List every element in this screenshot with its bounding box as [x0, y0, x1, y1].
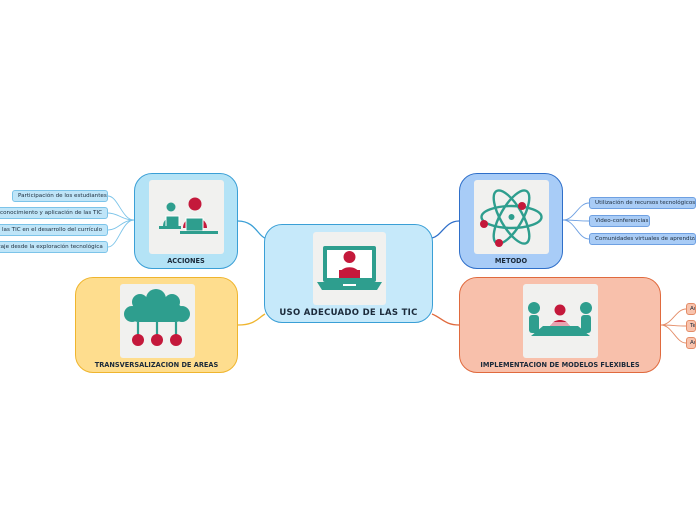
node-transversalizacion[interactable]: TRANSVERSALIZACION DE AREAS: [75, 277, 238, 373]
leaf-metodo-3[interactable]: Comunidades virtuales de aprendizaje: [589, 233, 696, 245]
laptop-user-icon: [313, 232, 386, 305]
node-implementacion[interactable]: IMPLEMENTACION DE MODELOS FLEXIBLES: [459, 277, 661, 373]
leaf-acciones-3[interactable]: Uso de las TIC en el desarrollo del curr…: [0, 224, 108, 236]
cloud-network-icon: [120, 284, 195, 358]
leaf-implementacion-1[interactable]: Aula: [686, 303, 696, 315]
leaf-acciones-1[interactable]: Participación de los estudiantes: [12, 190, 108, 202]
two-people-at-desk-icon: [149, 180, 224, 254]
leaf-implementacion-2[interactable]: Tele: [686, 320, 696, 332]
central-topic-label: USO ADECUADO DE LAS TIC: [279, 308, 418, 318]
node-acciones-label: ACCIONES: [167, 257, 205, 265]
leaf-metodo-2[interactable]: Video-conferencias: [589, 215, 650, 227]
leaf-implementacion-3[interactable]: Aula: [686, 337, 696, 349]
atom-icon: [474, 180, 549, 254]
node-metodo[interactable]: METODO: [459, 173, 563, 269]
node-acciones[interactable]: ACCIONES: [134, 173, 238, 269]
central-topic[interactable]: USO ADECUADO DE LAS TIC: [264, 224, 433, 323]
meeting-table-icon: [523, 284, 598, 358]
leaf-acciones-2[interactable]: Reconocimiento y aplicación de las TIC: [0, 207, 108, 219]
node-metodo-label: METODO: [494, 257, 528, 265]
node-implementacion-label: IMPLEMENTACION DE MODELOS FLEXIBLES: [480, 361, 640, 369]
leaf-metodo-1[interactable]: Utilización de recursos tecnológicos: [589, 197, 696, 209]
node-transversalizacion-label: TRANSVERSALIZACION DE AREAS: [94, 361, 219, 369]
leaf-acciones-4[interactable]: Aprendizaje desde la exploración tecnoló…: [0, 241, 108, 253]
